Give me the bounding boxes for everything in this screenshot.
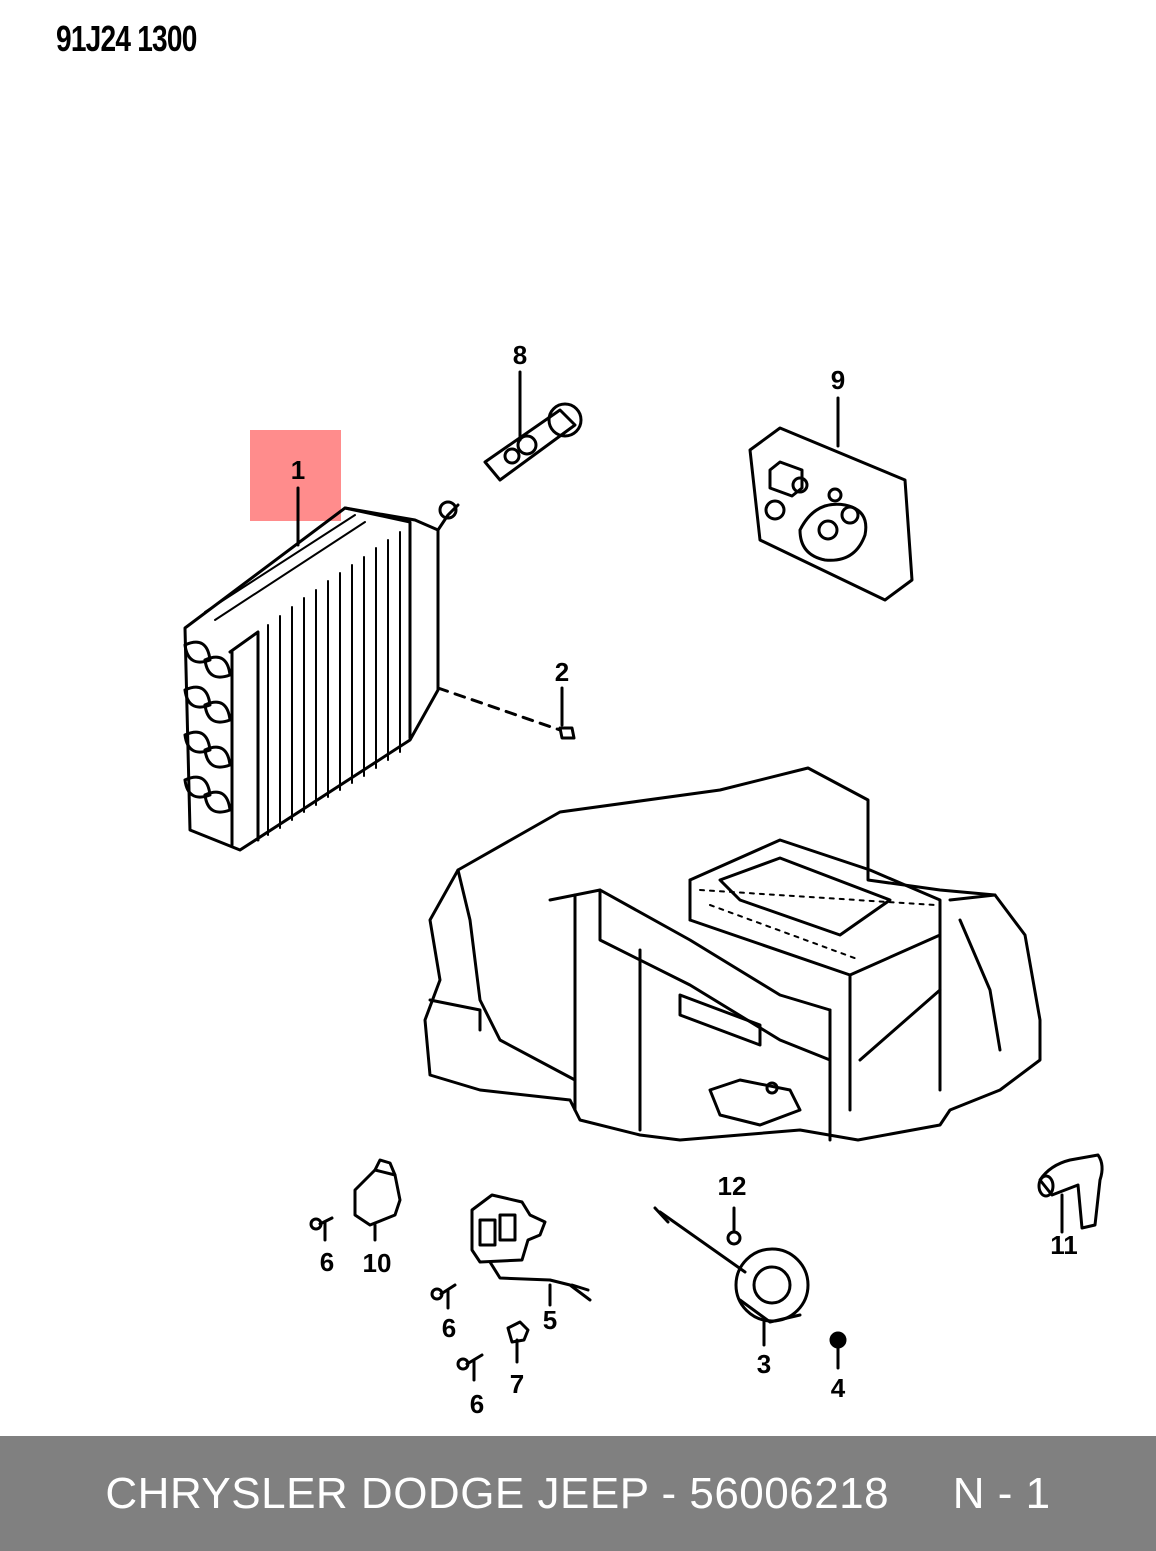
screw-6-lower[interactable] xyxy=(456,1353,484,1382)
screw-6-upper-left[interactable] xyxy=(309,1216,334,1242)
footer-bar: CHRYSLER DODGE JEEP - 56006218 N - 1 xyxy=(0,1436,1156,1551)
callout-3: 3 xyxy=(756,1349,772,1379)
callout-12: 12 xyxy=(717,1171,747,1201)
clip-part[interactable] xyxy=(506,1320,530,1364)
callout-7: 7 xyxy=(509,1369,525,1399)
vacuum-actuator-part[interactable] xyxy=(653,1206,810,1347)
callout-5: 5 xyxy=(542,1305,558,1335)
callout-11: 11 xyxy=(1050,1230,1078,1260)
gasket-plate-part[interactable] xyxy=(748,396,914,602)
callout-6-c: 6 xyxy=(469,1389,485,1419)
switch-part[interactable] xyxy=(470,1193,592,1307)
nut-part[interactable] xyxy=(829,1331,847,1370)
callout-6-b: 6 xyxy=(441,1313,457,1343)
callout-10: 10 xyxy=(362,1248,392,1278)
screw-part[interactable] xyxy=(436,686,576,740)
callout-2: 2 xyxy=(554,657,570,687)
callout-9: 9 xyxy=(830,365,846,395)
callout-8: 8 xyxy=(512,340,528,370)
parts-diagram xyxy=(183,370,1104,1382)
callout-4: 4 xyxy=(830,1373,846,1403)
callout-1: 1 xyxy=(290,455,306,485)
callout-6-a: 6 xyxy=(319,1247,335,1277)
hvac-housing-part[interactable] xyxy=(423,766,1042,1142)
screw-6-middle[interactable] xyxy=(430,1283,457,1310)
hose-part[interactable] xyxy=(1037,1153,1104,1234)
diagram-code: 91J24 1300 xyxy=(56,18,197,59)
footer-label: CHRYSLER DODGE JEEP - 56006218 N - 1 xyxy=(105,1468,1051,1518)
relay-part[interactable] xyxy=(353,1158,402,1242)
evaporator-core-part[interactable] xyxy=(183,486,460,852)
expansion-valve-part[interactable] xyxy=(483,370,583,482)
highlight-box-part-1 xyxy=(250,430,341,521)
